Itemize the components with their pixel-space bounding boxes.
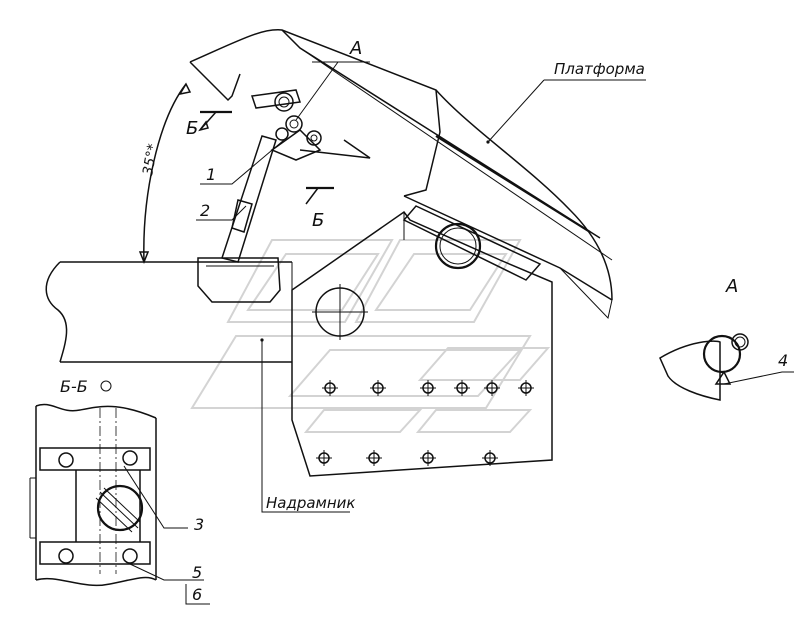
section-title: Б-Б: [60, 377, 88, 396]
angle-dimension: 35°*: [138, 82, 192, 265]
view-a-marker: А: [295, 38, 370, 121]
part-3-label: 3: [194, 515, 204, 534]
rotation-symbol-icon: [100, 380, 112, 392]
bolt-row-bottom: [316, 450, 498, 466]
platform-label: Платформа: [554, 60, 645, 78]
angle-label: 35°*: [140, 143, 161, 177]
view-a-title: А: [725, 276, 738, 297]
section-b-right-label: Б: [312, 210, 324, 231]
chassis-frame: [45, 261, 293, 363]
platform-callout: Платформа: [486, 60, 646, 144]
bolt-row-top: [322, 380, 534, 396]
section-b-left-label: Б: [186, 118, 198, 139]
section-bb-detail: Б-Б 3 5 6: [29, 377, 210, 605]
view-a-detail: А 4: [659, 276, 794, 401]
hinge-pivot: [434, 222, 482, 270]
part-leaders-main: 1 2: [196, 139, 285, 221]
view-a-marker-label: А: [349, 38, 362, 59]
part-1-label: 1: [206, 165, 216, 184]
part-4-label: 4: [778, 351, 788, 370]
subframe-callout: Надрамник: [260, 338, 356, 513]
lift-rod: [197, 89, 371, 303]
watermark-logo: [190, 239, 551, 433]
platform-body: [189, 29, 613, 320]
subframe-label: Надрамник: [266, 494, 356, 512]
section-b-markers: Б Б: [186, 110, 334, 231]
part-2-label: 2: [200, 201, 210, 220]
subframe-bracket: [291, 210, 553, 477]
part-5-label: 5: [192, 563, 202, 582]
part-6-label: 6: [192, 585, 202, 604]
